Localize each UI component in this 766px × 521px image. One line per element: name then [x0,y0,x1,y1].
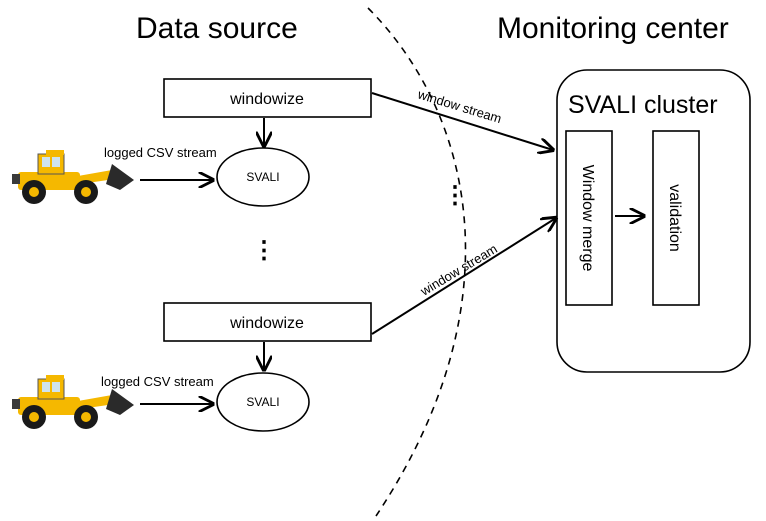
window-merge-label: Window merge [579,165,596,272]
svali-label-2: SVALI [246,395,279,409]
window-stream-label-2: window stream [417,241,500,299]
validation-box [652,130,700,306]
windowize-label-2: windowize [229,315,304,332]
svali-node-2 [216,372,310,432]
window-stream-arrow-2 [371,218,556,335]
cluster-title: SVALI cluster [568,91,718,119]
windowize-box-1 [163,78,372,118]
window-merge-box [565,130,613,306]
monitoring-center-heading: Monitoring center [497,12,729,45]
boundary-divider [367,7,467,517]
svali-node-1 [216,147,310,207]
more-streams-ellipsis: ⋮ [443,182,467,209]
svali-label-1: SVALI [246,170,279,184]
windowize-label-1: windowize [229,91,304,108]
data-source-heading: Data source [136,12,298,45]
csv-stream-label-1: logged CSV stream [104,145,217,160]
window-stream-arrow-1 [371,92,553,150]
windowize-box-2 [163,302,372,342]
csv-stream-label-2: logged CSV stream [101,374,214,389]
validation-label: validation [666,184,683,252]
more-sources-ellipsis: ⋮ [252,237,276,264]
